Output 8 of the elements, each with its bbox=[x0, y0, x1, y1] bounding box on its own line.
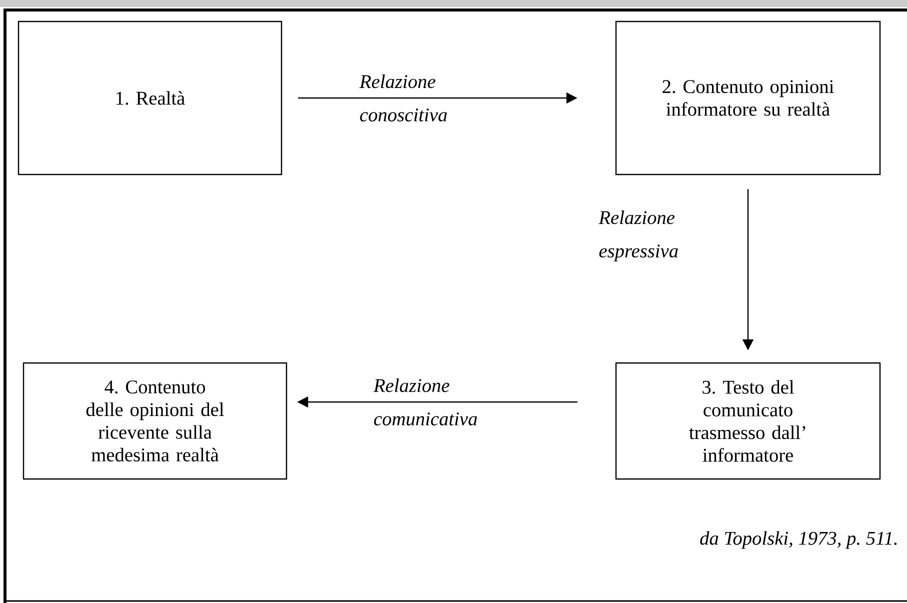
edge-label: Relazione conoscitiva bbox=[359, 74, 447, 122]
text-box: 4. Contenuto delle opinioni del ricevente sulla medesima realtà bbox=[22, 362, 288, 480]
edge-label: Relazione comunicativa bbox=[373, 378, 477, 426]
text-box: 2. Contenuto opinioni informatore su realtà bbox=[615, 20, 881, 176]
text-box: 1. Realtà bbox=[18, 20, 282, 176]
edge-label: Relazione espressiva bbox=[598, 210, 678, 262]
caption: da Topolski, 1973, p. 511. bbox=[700, 531, 897, 549]
text-box: 3. Testo del comunicato trasmesso dall’ informatore bbox=[615, 362, 881, 480]
